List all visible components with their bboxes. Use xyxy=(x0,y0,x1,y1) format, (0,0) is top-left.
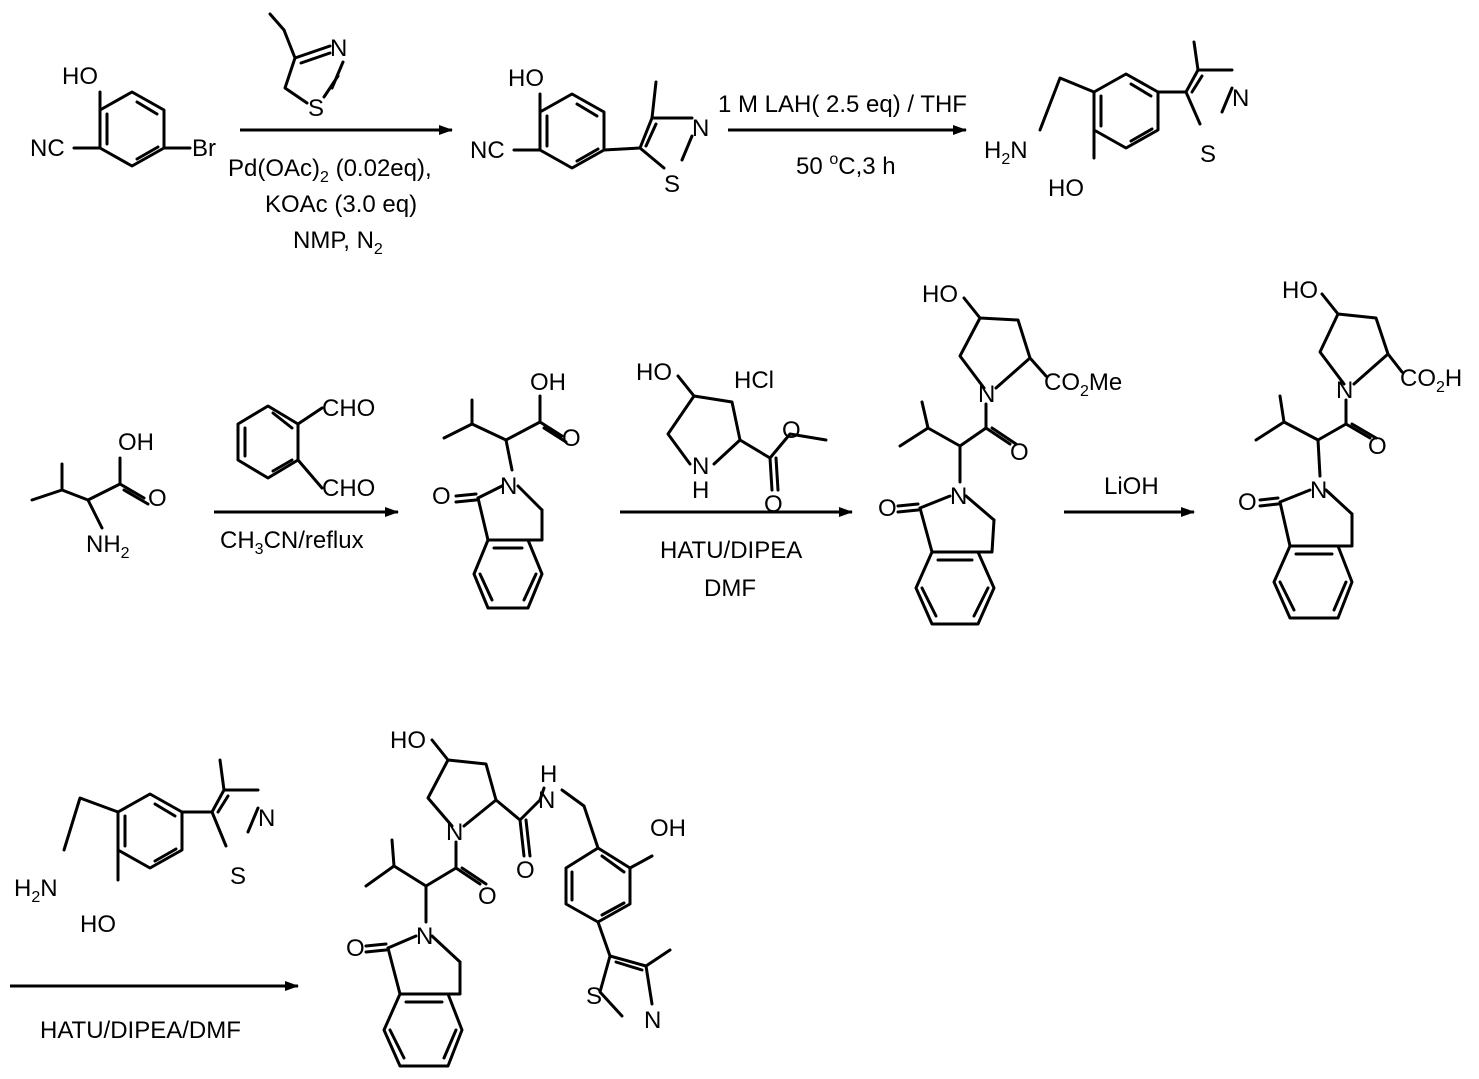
hydroxy-label: HO xyxy=(922,281,958,308)
reagent-methylthiazole: N S xyxy=(270,14,347,122)
thiazole-n-label: N xyxy=(692,115,709,142)
reagent-hydroxyproline-ester: HO HCl N H O O xyxy=(636,359,826,518)
nitrile-label: NC xyxy=(470,137,505,164)
intermediate-thiazolyl-benzonitrile: HO NC N S xyxy=(470,65,709,198)
amide-o-label: O xyxy=(516,857,535,884)
hydroxy-label: HO xyxy=(636,359,672,386)
reagent-aminomethyl-phenol: H2N HO N S xyxy=(14,760,275,938)
aldehyde-1-label: CHO xyxy=(322,395,375,422)
thiazole-n-label: N xyxy=(330,35,347,62)
phenol-oh-label: OH xyxy=(650,815,686,842)
acid-o-label: O xyxy=(148,485,167,512)
acid-o-label: O xyxy=(562,425,581,452)
step3-conditions: CH3CN/reflux xyxy=(220,527,364,558)
svg-text:NMP, N2: NMP, N2 xyxy=(293,227,383,258)
valine-o-label: O xyxy=(478,883,497,910)
proline-n-label: N xyxy=(446,819,463,846)
svg-text:H2N: H2N xyxy=(984,137,1028,168)
hydroxy-label: HO xyxy=(80,911,116,938)
lactam-o-label: O xyxy=(432,483,451,510)
svg-text:NH2: NH2 xyxy=(86,531,130,562)
lactam-n-label: N xyxy=(950,483,967,510)
carbonyl-o-label: O xyxy=(764,491,783,518)
thiazole-n-label: N xyxy=(258,805,275,832)
amide-o-label: O xyxy=(1010,439,1029,466)
acid-oh-label: OH xyxy=(530,369,566,396)
amide-h-label: H xyxy=(540,761,557,788)
acid-oh-label: OH xyxy=(118,429,154,456)
step1-conditions: Pd(OAc)2 (0.02eq), KOAc (3.0 eq) NMP, N2 xyxy=(228,155,432,258)
svg-text:Pd(OAc)2 (0.02eq),: Pd(OAc)2 (0.02eq), xyxy=(228,155,432,186)
amine-h-label: H xyxy=(692,477,709,504)
amide-n-label: N xyxy=(538,787,555,814)
proline-n-label: N xyxy=(978,381,995,408)
final-product: HO H N OH N O O N O S N xyxy=(346,727,686,1066)
svg-text:CO2Me: CO2Me xyxy=(1044,369,1122,400)
step5-conditions: LiOH xyxy=(1104,473,1159,500)
thiazole-s-label: S xyxy=(586,983,602,1010)
thiazole-s-label: S xyxy=(230,863,246,890)
lactam-o-label: O xyxy=(878,495,897,522)
bromo-label: Br xyxy=(192,135,216,162)
intermediate-isoindolinone-acid: OH O N O xyxy=(432,369,581,608)
hydroxy-label: HO xyxy=(508,65,544,92)
hydroxy-label: HO xyxy=(62,63,98,90)
proline-n-label: N xyxy=(1336,377,1353,404)
lactam-n-label: N xyxy=(500,473,517,500)
intermediate-carboxylic-acid: HO N CO2H O N O xyxy=(1238,277,1462,618)
svg-text:1 M LAH( 2.5 eq) / THF: 1 M LAH( 2.5 eq) / THF xyxy=(718,91,967,118)
hydroxy-label: HO xyxy=(390,727,426,754)
starting-material-valine: OH O NH2 xyxy=(32,429,167,562)
step2-conditions: 1 M LAH( 2.5 eq) / THF 50 oC,3 h xyxy=(718,91,967,180)
svg-text:DMF: DMF xyxy=(704,575,756,602)
svg-text:50 oC,3 h: 50 oC,3 h xyxy=(796,151,896,180)
thiazole-s-label: S xyxy=(1200,141,1216,168)
lactam-o-label: O xyxy=(1238,489,1257,516)
intermediate-methyl-ester: HO N CO2Me O N O xyxy=(878,281,1122,624)
svg-text:CO2H: CO2H xyxy=(1400,365,1462,396)
hydroxy-label: HO xyxy=(1282,277,1318,304)
intermediate-aminomethyl-phenol: H2N HO N S xyxy=(984,42,1249,202)
lactam-n-label: N xyxy=(1310,477,1327,504)
thiazole-s-label: S xyxy=(664,171,680,198)
lactam-o-label: O xyxy=(346,935,365,962)
aldehyde-2-label: CHO xyxy=(322,475,375,502)
svg-text:KOAc (3.0 eq): KOAc (3.0 eq) xyxy=(265,191,417,218)
starting-material-bromo-hydroxybenzonitrile: HO NC Br xyxy=(30,63,216,166)
ester-o-label: O xyxy=(782,417,801,444)
hcl-label: HCl xyxy=(734,367,774,394)
reagent-phthalaldehyde: CHO CHO xyxy=(238,395,375,502)
thiazole-s-label: S xyxy=(308,95,324,122)
step4-conditions: HATU/DIPEA DMF xyxy=(660,537,802,602)
svg-text:H2N: H2N xyxy=(14,875,58,906)
step6-conditions: HATU/DIPEA/DMF xyxy=(40,1017,241,1044)
thiazole-n-label: N xyxy=(644,1007,661,1034)
amide-o-label: O xyxy=(1368,433,1387,460)
lactam-n-label: N xyxy=(416,923,433,950)
thiazole-n-label: N xyxy=(1232,85,1249,112)
nitrile-label: NC xyxy=(30,135,65,162)
amine-n-label: N xyxy=(692,453,709,480)
hydroxy-label: HO xyxy=(1048,175,1084,202)
svg-text:HATU/DIPEA: HATU/DIPEA xyxy=(660,537,802,564)
